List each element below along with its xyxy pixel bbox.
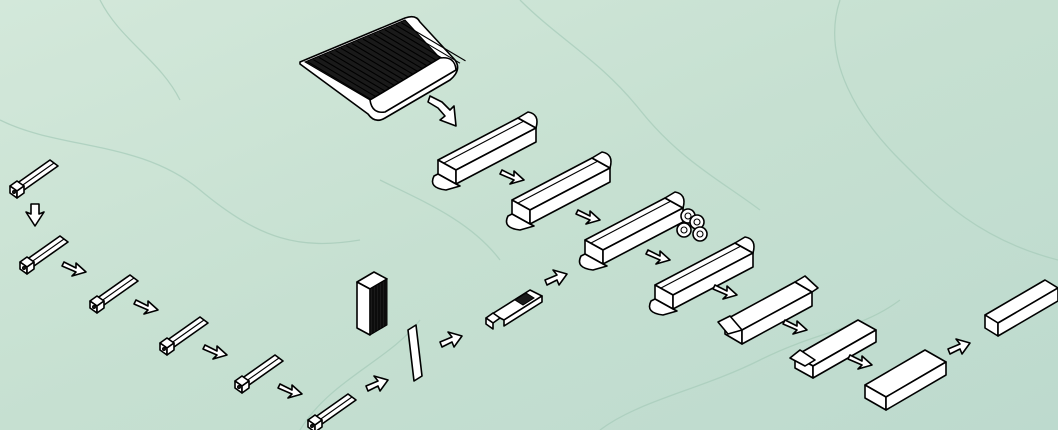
arrow-12 <box>645 249 671 265</box>
stage-carton-4 <box>159 316 209 356</box>
arrow-2 <box>61 261 87 277</box>
stage-closing-carton <box>789 319 877 379</box>
stage-carton-3 <box>89 274 139 314</box>
arrow-9 <box>427 95 457 127</box>
stage-carton-2 <box>19 235 69 275</box>
arrow-6 <box>365 375 389 392</box>
arrow-5 <box>277 383 303 399</box>
stage-flat-sheet-stack <box>356 271 388 336</box>
stage-single-sheet <box>407 324 423 382</box>
stage-carton-6 <box>307 393 357 430</box>
arrow-13 <box>712 284 738 300</box>
stage-carton-5 <box>234 354 284 394</box>
arrow-14 <box>782 319 808 335</box>
arrow-7 <box>439 331 463 348</box>
stage-tube-carton-3 <box>578 191 685 271</box>
arrow-10 <box>499 169 525 185</box>
stage-closed-box-1 <box>864 349 947 411</box>
stage-tube-carton-1 <box>431 111 538 191</box>
arrow-4 <box>202 344 228 360</box>
stage-carton-1 <box>9 159 59 199</box>
stage-blank-stack <box>299 15 466 122</box>
stage-tube-carton-2 <box>505 151 612 231</box>
arrow-16 <box>947 338 971 355</box>
arrow-1 <box>25 203 45 227</box>
arrow-8 <box>544 269 568 286</box>
stage-partially-closed-carton <box>717 275 819 345</box>
stage-tube-carton-4 <box>648 236 755 316</box>
stage-label-card <box>485 289 543 330</box>
arrow-3 <box>133 299 159 315</box>
stage-paper-rolls <box>676 208 708 242</box>
arrow-11 <box>575 209 601 225</box>
arrow-15 <box>847 354 873 370</box>
stage-closed-box-2 <box>984 279 1058 337</box>
